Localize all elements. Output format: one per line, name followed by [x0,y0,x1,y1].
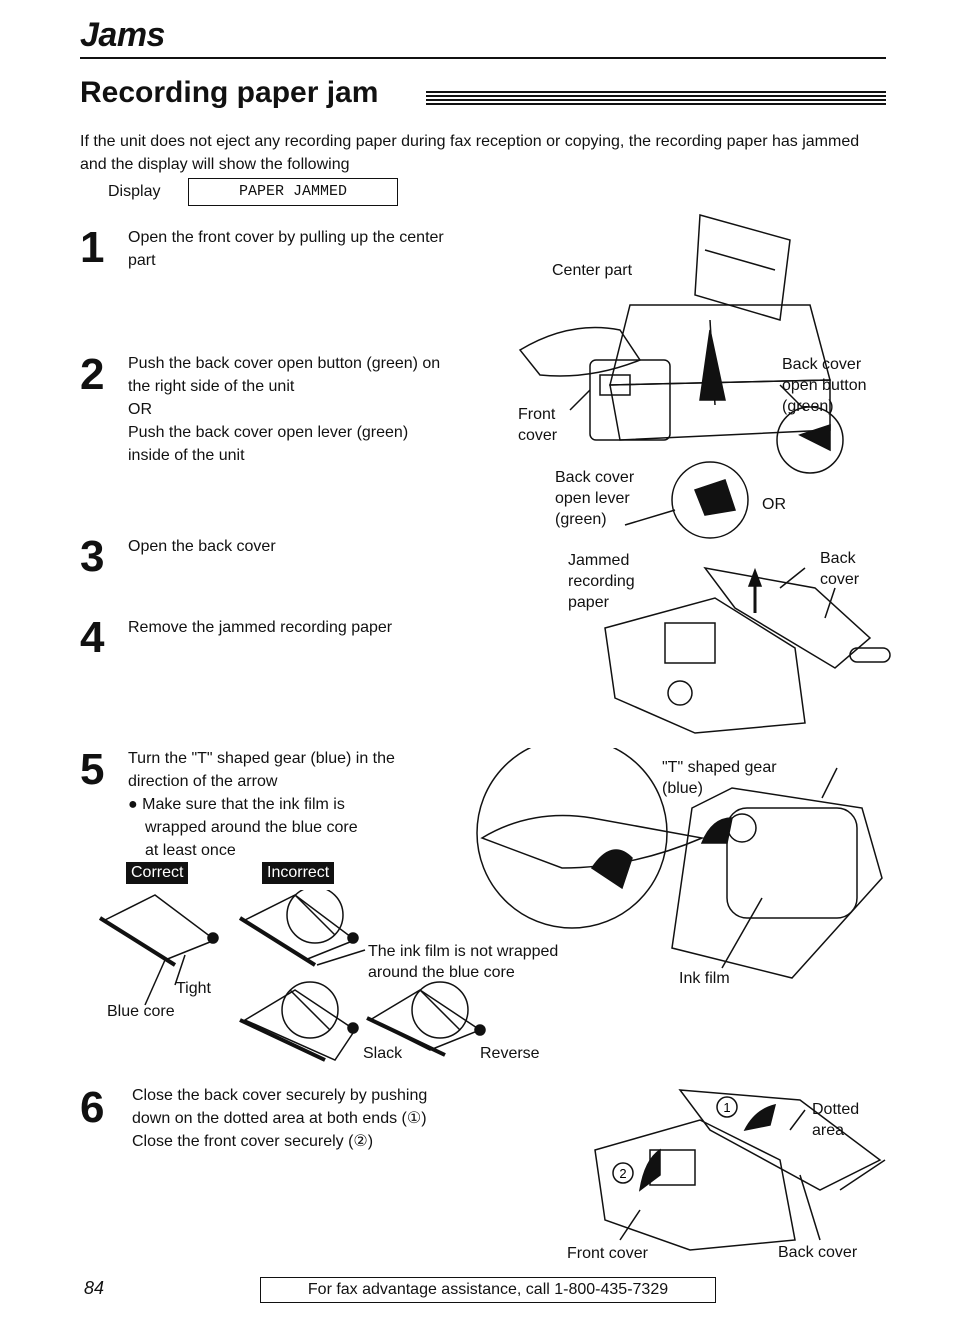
step-6-number: 6 [80,1083,105,1132]
callout-tight: Tight [176,980,211,997]
step-2-text: Push the back cover open button (green) … [128,352,440,467]
callout-line: (blue) [662,780,703,797]
step-5-text: Turn the "T" shaped gear (blue) in the d… [128,747,395,862]
callout-line: The ink film is not wrapped [368,943,559,960]
intro-text: If the unit does not eject any recording… [80,133,860,173]
callout-front-cover-bottom: Front cover [567,1245,648,1262]
t-gear-illustration [476,748,883,979]
callout-not-wrapped: The ink film is not wrapped around the b… [368,941,558,983]
step-5-line: Turn the "T" shaped gear (blue) in the [128,750,395,767]
assistance-footer: For fax advantage assistance, call 1-800… [260,1277,716,1303]
callout-line: area [812,1122,845,1139]
callout-line: Back cover [782,356,862,373]
callout-line: Back cover [555,469,635,486]
step-1-number: 1 [80,223,105,272]
callout-line: Jammed [568,552,630,569]
step-4-text: Remove the jammed recording paper [128,619,393,636]
step-2-line: OR [128,401,152,418]
callout-line: cover [820,571,860,588]
step-2-line: inside of the unit [128,447,245,464]
step-1-line: Open the front cover by pulling up the c… [128,229,444,246]
step-5-bullet: ● Make sure that the ink film is [128,796,345,813]
callout-back-cover: Back cover [820,548,859,590]
callout-line: around the blue core [368,964,515,981]
step-1-line: part [128,252,156,269]
fax-front-cover-illustration [518,214,844,539]
page-heading: Recording paper jam [80,76,379,109]
fax-close-covers-illustration: 1 2 [594,1089,886,1251]
step-5-line: at least once [145,842,236,859]
callout-blue-core: Blue core [107,1003,175,1020]
display-readout: PAPER JAMMED [188,178,398,206]
step-4-number: 4 [80,613,105,662]
section-title: Jams [80,16,165,54]
step-5-line: wrapped around the blue core [145,819,358,836]
ink-film-roll-diagrams [98,890,486,1062]
callout-line: open button [782,377,867,394]
step-6-text: Close the back cover securely by pushing… [132,1084,427,1153]
step-3-text: Open the back cover [128,538,276,555]
callout-t-gear: "T" shaped gear (blue) [662,757,777,799]
correct-tag: Correct [126,862,189,884]
step-6-line: Close the front cover securely (②) [132,1133,374,1150]
step-2-number: 2 [80,350,105,399]
callout-center-part: Center part [552,262,633,279]
callout-back-cover-bottom: Back cover [778,1244,858,1261]
callout-line: Dotted [812,1101,860,1118]
callout-or: OR [762,496,786,513]
step-1-text: Open the front cover by pulling up the c… [128,226,444,272]
fax-back-cover-open-illustration [604,566,891,734]
step-2-line: Push the back cover open button (green) … [128,355,441,372]
callout-line: "T" shaped gear [662,759,777,776]
callout-back-cover-open-button: Back cover open button (green) [782,354,867,417]
step-2-line: Push the back cover open lever (green) [128,424,409,441]
step-2-line: the right side of the unit [128,378,295,395]
header-rule [80,57,886,59]
callout-line: (green) [782,398,834,415]
callout-line: Back [820,550,856,567]
display-label: Display [108,183,161,200]
callout-line: (green) [555,511,607,528]
callout-front-cover: Front cover [518,404,557,446]
callout-line: Front [518,406,556,423]
callout-line: paper [568,594,609,611]
callout-back-cover-open-lever: Back cover open lever (green) [555,467,634,530]
circle-label-2: 2 [619,1166,626,1181]
step-3-number: 3 [80,532,105,581]
callout-ink-film: Ink film [679,970,730,987]
callout-line: recording [568,573,635,590]
step-6-line: down on the dotted area at both ends (①) [132,1110,427,1127]
heading-rule [426,91,886,105]
callout-reverse: Reverse [480,1045,540,1062]
callout-slack: Slack [363,1045,403,1062]
callout-line: open lever [555,490,630,507]
step-5-number: 5 [80,745,105,794]
callout-jammed-paper: Jammed recording paper [568,550,635,613]
callout-dotted-area: Dotted area [812,1099,859,1141]
step-5-line: direction of the arrow [128,773,278,790]
callout-line: cover [518,427,558,444]
step-6-line: Close the back cover securely by pushing [132,1087,428,1104]
incorrect-tag: Incorrect [262,862,335,884]
page-number: 84 [84,1278,105,1298]
circle-label-1: 1 [723,1100,730,1115]
